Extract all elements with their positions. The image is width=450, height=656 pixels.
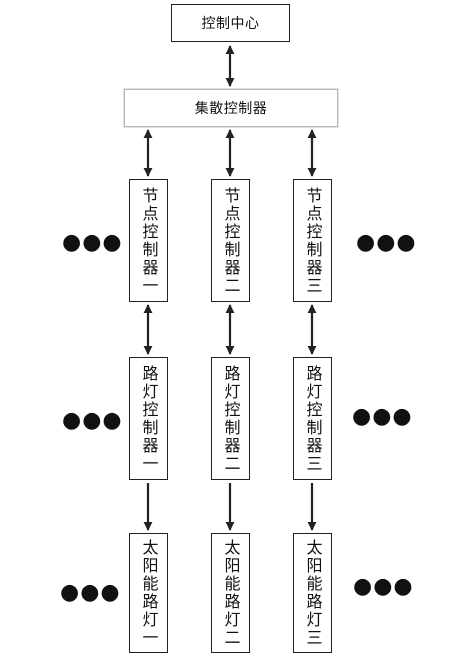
streetlight-controller-2-label: 路灯控制器二 xyxy=(221,364,241,473)
solar-streetlight-1-box: 太阳能路灯一 xyxy=(129,533,168,653)
control-center-box: 控制中心 xyxy=(171,4,290,42)
control-center-label: 控制中心 xyxy=(201,16,260,32)
ellipsis-controller-left: ●●● xyxy=(62,408,123,433)
node-controller-3-box: 节点控制器三 xyxy=(293,179,332,302)
solar-streetlight-1-label: 太阳能路灯一 xyxy=(139,539,159,647)
solar-streetlight-2-label: 太阳能路灯二 xyxy=(221,539,241,647)
node-controller-3-label: 节点控制器三 xyxy=(303,186,323,295)
solar-streetlight-3-label: 太阳能路灯三 xyxy=(303,539,323,647)
streetlight-controller-3-box: 路灯控制器三 xyxy=(293,357,332,480)
node-controller-2-box: 节点控制器二 xyxy=(211,179,250,302)
streetlight-controller-1-box: 路灯控制器一 xyxy=(129,357,168,480)
streetlight-controller-1-label: 路灯控制器一 xyxy=(139,364,159,473)
ellipsis-light-left: ●●● xyxy=(60,580,121,605)
streetlight-controller-2-box: 路灯控制器二 xyxy=(211,357,250,480)
ellipsis-light-right: ●●● xyxy=(353,574,414,599)
concentrator-box: 集散控制器 xyxy=(124,89,338,127)
node-controller-1-box: 节点控制器一 xyxy=(129,179,168,302)
ellipsis-controller-right: ●●● xyxy=(352,404,413,429)
ellipsis-node-right: ●●● xyxy=(356,230,417,255)
streetlight-controller-3-label: 路灯控制器三 xyxy=(303,364,323,473)
solar-streetlight-3-box: 太阳能路灯三 xyxy=(293,533,332,653)
ellipsis-node-left: ●●● xyxy=(62,230,123,255)
concentrator-label: 集散控制器 xyxy=(194,101,268,117)
node-controller-2-label: 节点控制器二 xyxy=(221,186,241,295)
solar-streetlight-2-box: 太阳能路灯二 xyxy=(211,533,250,653)
node-controller-1-label: 节点控制器一 xyxy=(139,186,159,295)
